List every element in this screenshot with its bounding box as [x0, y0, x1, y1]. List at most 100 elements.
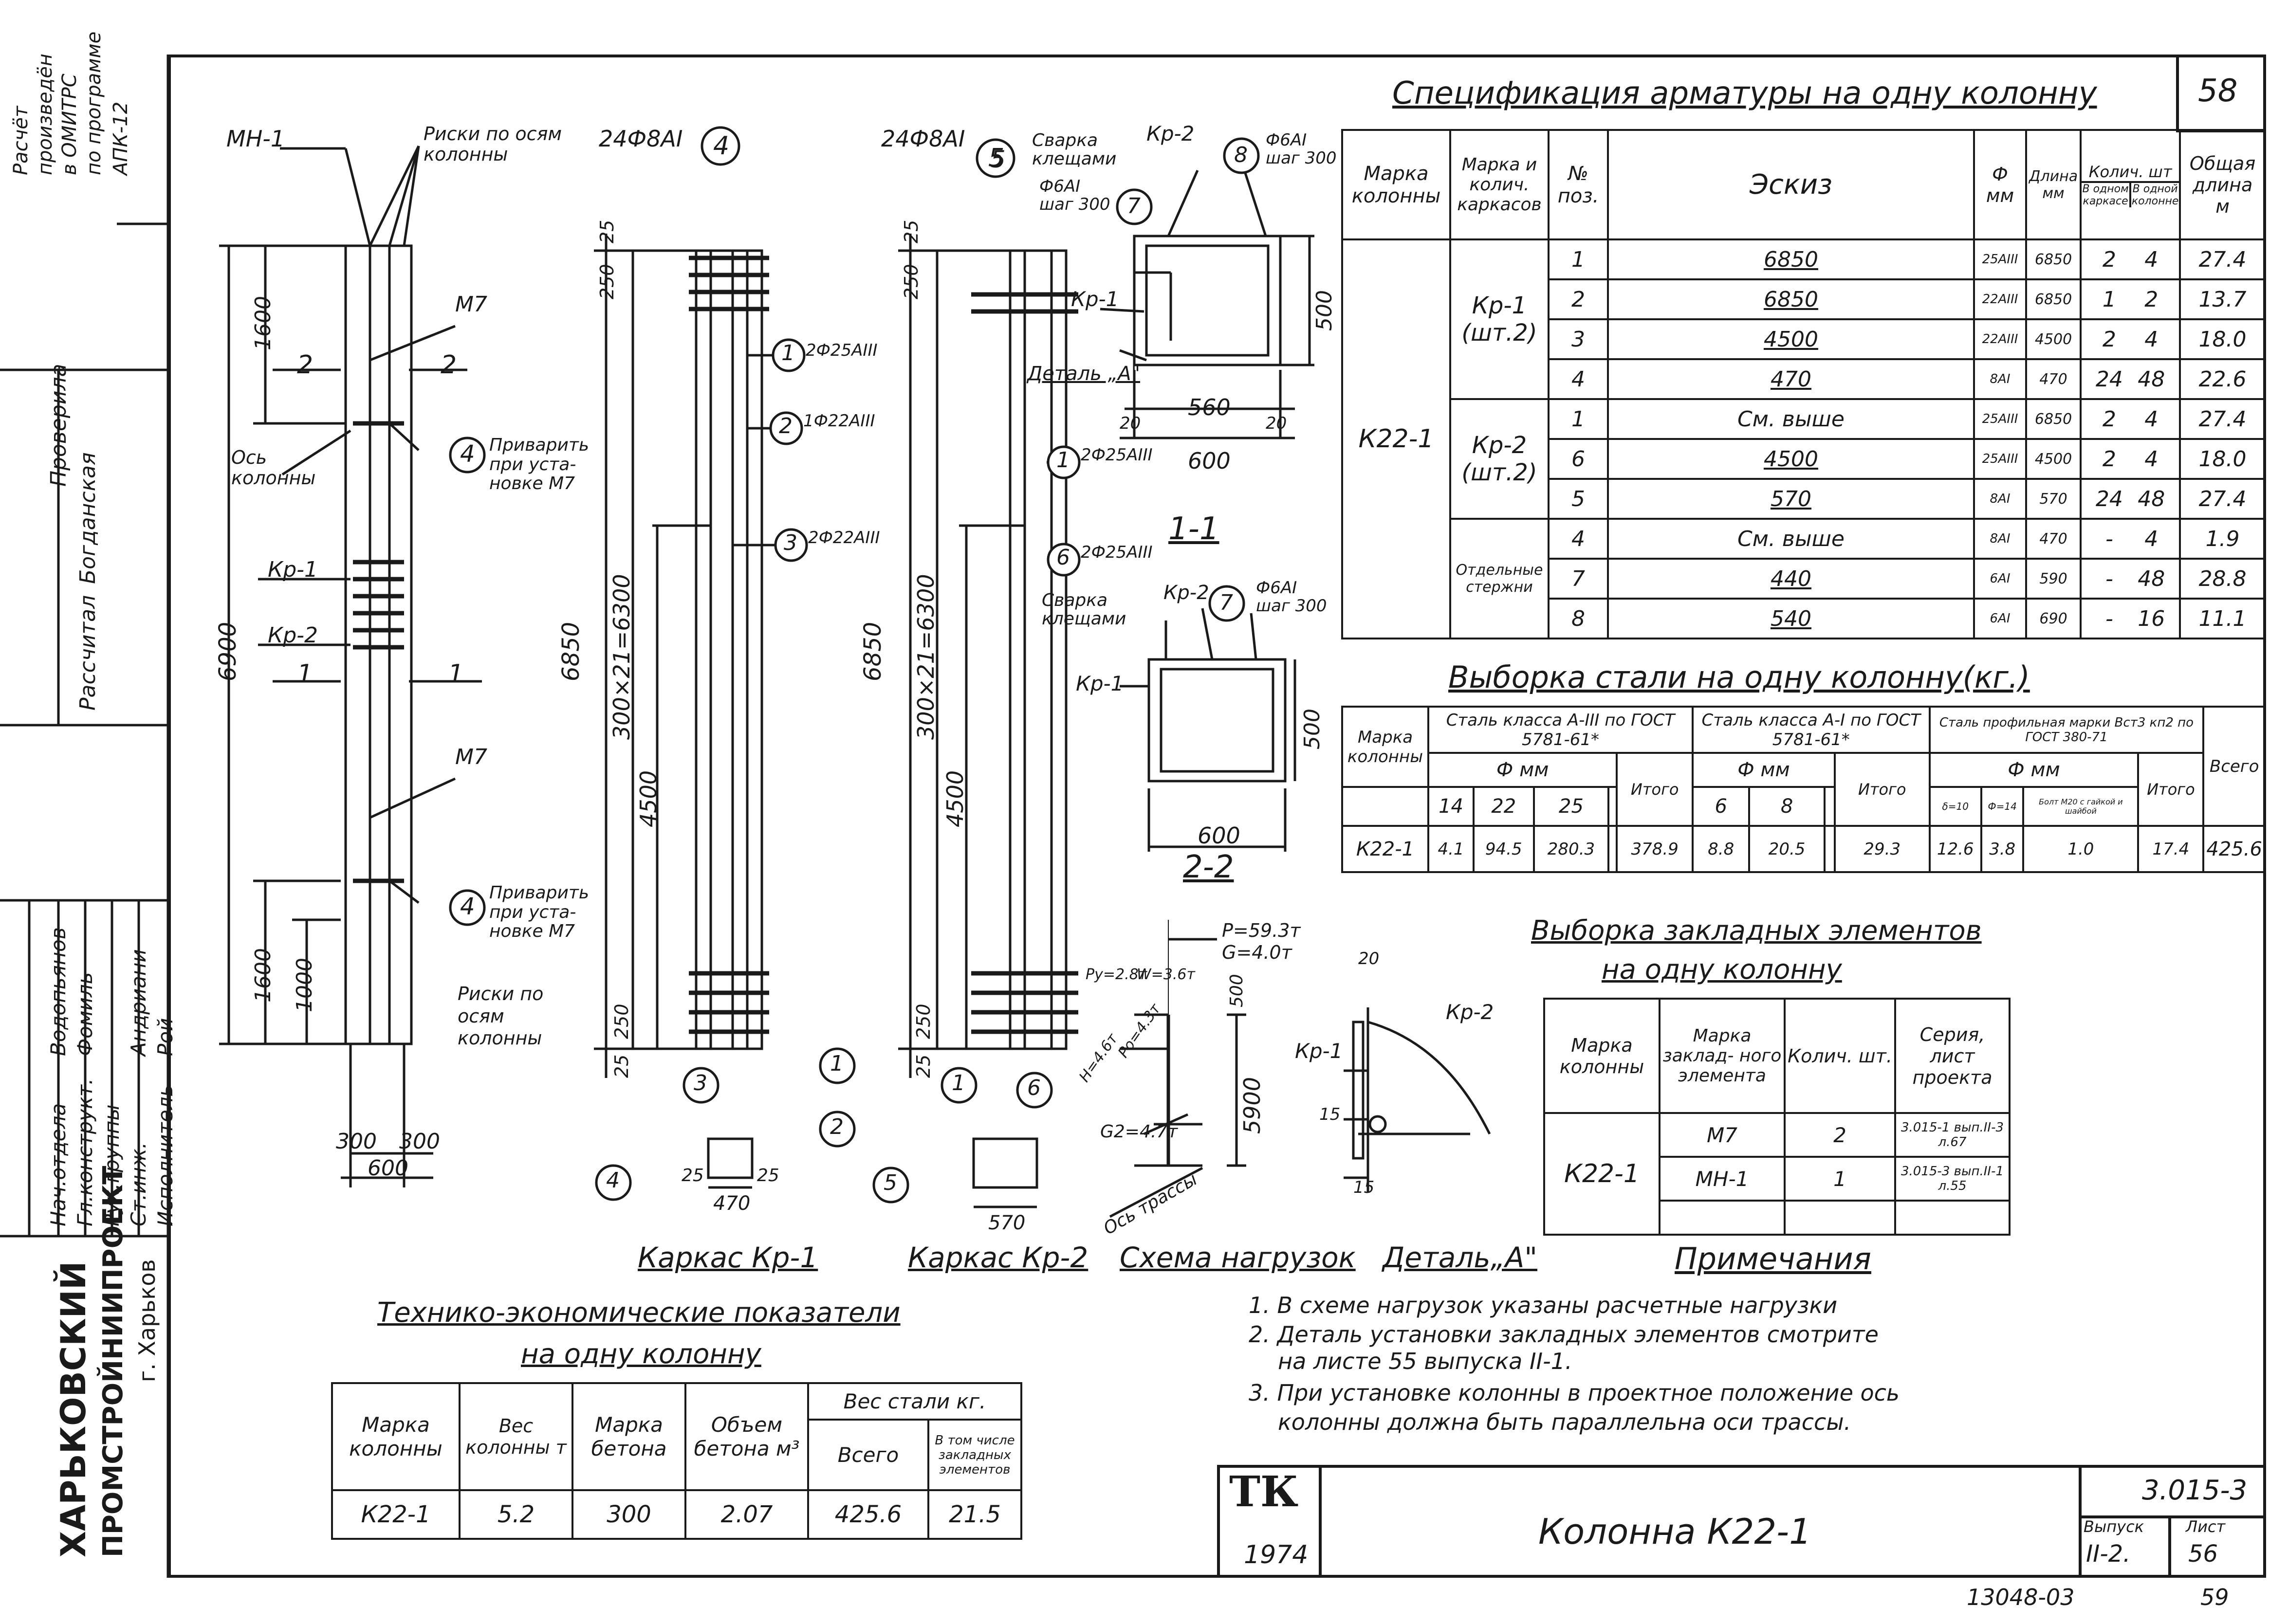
- tech-title-1: Технико-экономические показатели: [377, 1297, 901, 1329]
- steel-table: Марка колонны Сталь класса А-III по ГОСТ…: [1341, 706, 2266, 873]
- kr1-sec-callout-1: 1: [830, 1051, 844, 1076]
- steel-row-prof-2: 1.0: [2022, 825, 2140, 873]
- spec-r4-dia: 25АIII: [1973, 398, 2027, 440]
- kr1-dim-250: 250: [596, 264, 618, 299]
- kr2-dim-total: 6850: [859, 621, 886, 681]
- load-dim-5900: 5900: [1239, 1077, 1265, 1134]
- s11-dim-w1: 20: [1120, 414, 1141, 433]
- kr1-bar-3: 2Ф22АIII: [808, 528, 880, 547]
- tech-h-concrete: Марка бетона: [572, 1382, 686, 1491]
- spec-r8-qty-b: 48: [2138, 566, 2165, 591]
- spec-r5-sketch: 4500: [1607, 438, 1975, 480]
- spec-r9-qty: -16: [2080, 598, 2181, 639]
- embed-table: Марка колонны Марка заклад- ного элемент…: [1543, 998, 2011, 1236]
- kr2-bar-1: 2Ф25АIII: [1081, 445, 1153, 465]
- title-sheet-label: Лист: [2186, 1517, 2226, 1536]
- embed-r2-series: [1894, 1200, 2011, 1236]
- steel-row-a3-1: 94.5: [1473, 825, 1535, 873]
- embed-r1-series: 3.015-3 вып.II-1 л.55: [1894, 1156, 2011, 1202]
- kr1-sec-callout-2: 2: [830, 1114, 844, 1139]
- embed-h-mark: Марка колонны: [1543, 998, 1661, 1114]
- note-2: 2. Деталь установки закладных элементов …: [1249, 1321, 1879, 1348]
- tech-row-steel-all: 425.6: [807, 1489, 929, 1540]
- title-sheet-box: [2168, 1515, 2266, 1578]
- spec-r4-sketch: См. выше: [1607, 398, 1975, 440]
- spec-r5-total: 18.0: [2179, 438, 2266, 480]
- spec-r5-qty-b: 4: [2144, 446, 2159, 472]
- kr1-dim-total: 6850: [557, 621, 585, 681]
- kr2-sec-callout-1: 1: [952, 1071, 965, 1095]
- note-1: 1. В схеме нагрузок указаны расчетные на…: [1249, 1292, 1838, 1318]
- spec-r3-len: 470: [2025, 358, 2082, 400]
- spec-r1-total: 13.7: [2179, 278, 2266, 320]
- steel-h-mark: Марка колонны: [1341, 706, 1429, 788]
- s11-callout-8: 8: [1234, 143, 1248, 167]
- spec-r5-qty-a: 2: [2102, 446, 2116, 472]
- steel-row-a3-0: 4.1: [1427, 825, 1475, 873]
- steel-h-prof-dia: Ф мм: [1928, 752, 2140, 788]
- tech-row-volume: 2.07: [684, 1489, 809, 1540]
- steel-d-a3-0: 14: [1427, 786, 1475, 827]
- kr1-bar-num-1: 1: [781, 341, 795, 365]
- spec-r9-sketch: 540: [1607, 598, 1975, 639]
- detail-d15b: 15: [1353, 1178, 1375, 1197]
- spec-h-pos: № поз.: [1548, 129, 1609, 240]
- kr2-dim-25: 25: [901, 219, 922, 243]
- section1-left: 1: [297, 659, 314, 689]
- dim-bottom1: 1600: [251, 948, 276, 1003]
- dim-total: 6900: [214, 621, 241, 681]
- page-bottom: 59: [2200, 1584, 2229, 1610]
- mn1-label: МН-1: [226, 126, 285, 152]
- spec-r4-qty-b: 4: [2144, 406, 2159, 432]
- spec-r0-dia: 25АIII: [1973, 238, 2027, 280]
- spec-r9-len: 690: [2025, 598, 2082, 639]
- detail-d15a: 15: [1319, 1105, 1341, 1124]
- kr2-label: Кр-2: [268, 623, 318, 648]
- embed-h-series: Серия, лист проекта: [1894, 998, 2011, 1114]
- spec-r2-dia: 22АIII: [1973, 318, 2027, 360]
- steel-h-a1-total: Итого: [1833, 752, 1931, 827]
- detail-kr2: Кр-2: [1446, 1000, 1494, 1024]
- s22-ties: Ф6АI шаг 300: [1256, 578, 1327, 616]
- s11-dim-h: 500: [1312, 290, 1337, 331]
- spec-h-mark: Марка колонны: [1341, 129, 1451, 240]
- spec-r6-qty-a: 24: [2095, 486, 2123, 511]
- kr1-sec-w2: 25: [757, 1166, 779, 1186]
- tech-title-2: на одну колонну: [521, 1338, 761, 1370]
- steel-row-all: 425.6: [2202, 825, 2266, 873]
- spec-r1-qty-b: 2: [2144, 287, 2159, 312]
- steel-d-a1-1: 8: [1748, 786, 1826, 827]
- stamp-number: 13048-03: [1967, 1584, 2075, 1610]
- tech-h-steel-all: Всего: [807, 1419, 929, 1491]
- spec-r7-dia: 8АI: [1973, 518, 2027, 560]
- kr1-bar-2: 1Ф22АIII: [803, 411, 875, 431]
- steel-h-a1: Сталь класса А-I по ГОСТ 5781-61*: [1692, 706, 1931, 754]
- spec-r6-qty-b: 48: [2138, 486, 2165, 511]
- kr1-dim-25: 25: [596, 219, 618, 243]
- s11-weld: Сварка клещами: [1032, 130, 1117, 169]
- spec-r0-qty-b: 4: [2144, 247, 2159, 272]
- spec-r2-sketch: 4500: [1607, 318, 1975, 360]
- s11-callout-5: 5: [991, 146, 1006, 173]
- kr2-sec-w: 570: [988, 1212, 1026, 1234]
- steel-title: Выборка стали на одну колонну(кг.): [1448, 659, 2030, 695]
- s11-detail: Деталь „А": [1027, 363, 1141, 385]
- embed-r2-elem: [1659, 1200, 1786, 1236]
- note-2b: на листе 55 выпуска II-1.: [1278, 1348, 1572, 1374]
- spec-r0-sketch: 6850: [1607, 238, 1975, 280]
- kr1-dim-b250: 250: [611, 1004, 632, 1039]
- s11-kr1: Кр-1: [1071, 287, 1119, 311]
- dim-w: 600: [368, 1156, 408, 1181]
- spec-r8-total: 28.8: [2179, 558, 2266, 600]
- steel-d-prof-0: δ=10: [1928, 786, 1982, 827]
- kr1-dim-b25: 25: [611, 1054, 632, 1078]
- note-3: 3. При установке колонны в проектное пол…: [1249, 1380, 1900, 1406]
- kr2-sec-callout-5: 5: [884, 1170, 897, 1195]
- tech-row-concrete: 300: [572, 1489, 686, 1540]
- load-title: Схема нагрузок: [1120, 1241, 1356, 1274]
- embed-r0-qty: 2: [1784, 1112, 1896, 1158]
- spec-h-total: Общая длина м: [2179, 129, 2266, 240]
- spec-r6-total: 27.4: [2179, 478, 2266, 520]
- tech-row-weight: 5.2: [459, 1489, 573, 1540]
